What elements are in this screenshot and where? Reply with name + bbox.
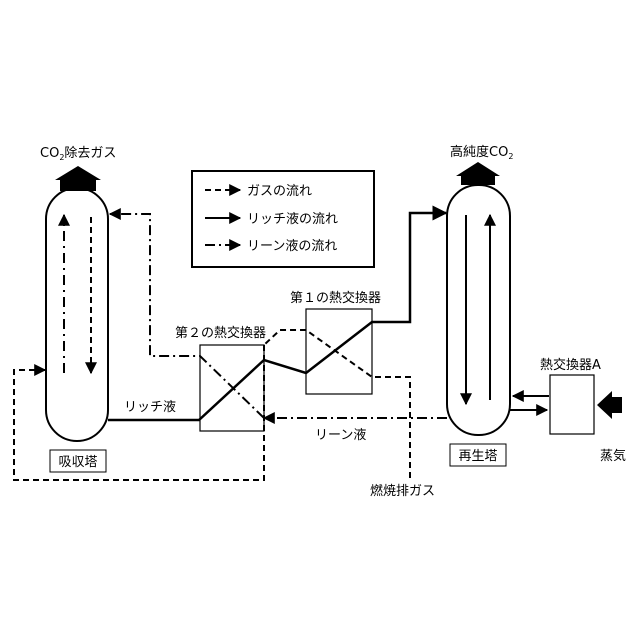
heat-exchanger-a-label: 熱交換器A (540, 357, 601, 373)
absorber-label: 吸収塔 (58, 455, 97, 470)
rich-liquid-label: リッチ液 (124, 400, 176, 415)
absorber-tower (46, 188, 108, 441)
legend-rich-label: リッチ液の流れ (247, 212, 338, 227)
regenerator-label: 再生塔 (458, 449, 497, 464)
legend-gas-label: ガスの流れ (247, 184, 312, 199)
legend-lean-label: リーン液の流れ (247, 239, 337, 254)
flue-gas-flow (264, 330, 410, 478)
second-heat-exchanger-label: 第２の熱交換器 (175, 325, 266, 341)
heat-exchanger-a (550, 375, 594, 434)
flue-gas-label: 燃焼排ガス (370, 483, 435, 499)
co2-removed-gas-label: CO2除去ガス (40, 146, 116, 162)
high-purity-co2-label: 高純度CO2 (450, 144, 513, 161)
co2-removed-gas-arrow-icon (55, 166, 101, 191)
steam-arrow-icon (597, 391, 622, 419)
first-heat-exchanger (306, 309, 372, 394)
regenerator-tower (447, 185, 510, 435)
first-heat-exchanger-label: 第１の熱交換器 (290, 290, 381, 306)
high-purity-co2-arrow-icon (456, 162, 500, 185)
steam-label: 蒸気 (600, 448, 626, 464)
lean-liquid-label: リーン液 (315, 428, 366, 443)
